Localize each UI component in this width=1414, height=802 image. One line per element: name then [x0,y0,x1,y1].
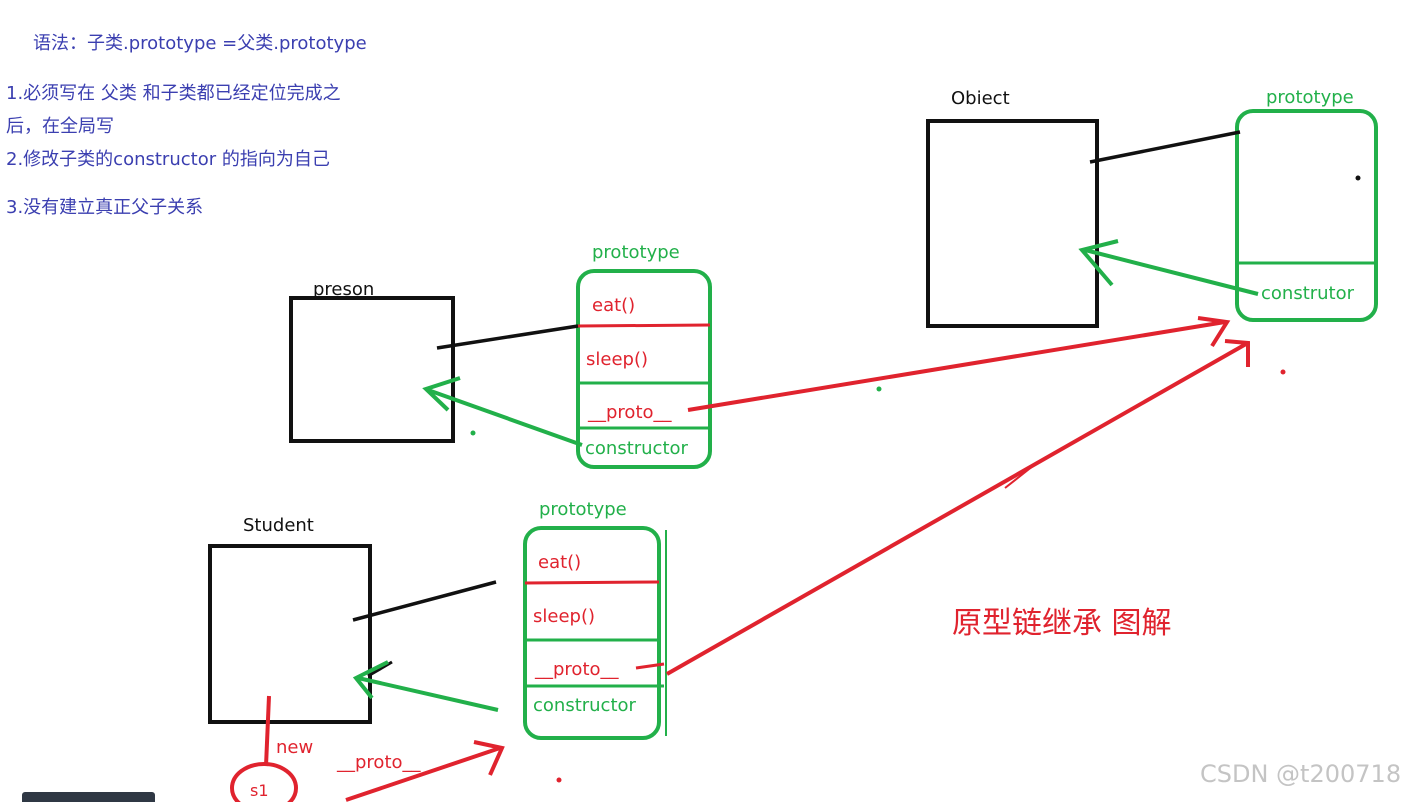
person-slot-constructor: constructor [585,438,688,459]
s1-instance-circle [230,762,298,802]
student-slot-sleep: sleep() [533,606,595,627]
person-prototype-label: prototype [592,242,680,263]
person-proto-arrow [687,320,1226,412]
student-label: Student [243,515,314,536]
new-line [264,695,271,767]
person-constructor-box [289,296,455,443]
rule-1-line-2: 后，在全局写 [6,116,114,137]
rule-2: 2.修改子类的constructor 的指向为自己 [6,149,330,170]
object-prototype-link [1089,130,1241,164]
person-divider-1 [577,323,711,328]
syntax-note: 语法：子类.prototype =父类.prototype [33,33,367,54]
taskbar-fragment [22,792,155,802]
person-slot-proto: __proto__ [588,402,672,423]
student-proto-arrow [666,342,1247,676]
student-constructor-arrowhead [352,660,389,700]
student-prototype-label: prototype [539,499,627,520]
student-proto-tick [635,662,665,670]
s1-proto-arrow [345,746,501,802]
red-dot-bottom [556,777,562,783]
s1-proto-label: __proto__ [337,752,421,773]
person-prototype-link [436,324,579,350]
diagram-title: 原型链继承 图解 [952,606,1172,641]
student-proto-arrowhead [1224,339,1250,367]
object-label: Obiect [951,88,1010,109]
student-constructor-arrow [357,676,499,712]
student-prototype-link [352,580,497,622]
person-proto-arrowhead [1197,316,1231,348]
student-slot-proto: __proto__ [535,659,619,680]
object-dot [1355,175,1361,181]
person-slot-eat: eat() [592,295,636,316]
rule-3: 3.没有建立真正父子关系 [6,197,204,218]
person-constructor-arrowhead [422,376,461,412]
s1-proto-arrowhead [473,740,505,776]
student-proto-mark [1004,461,1039,489]
new-label: new [276,737,314,758]
red-dot-right [1280,369,1286,375]
student-slot-constructor: constructor [533,695,636,716]
person-prototype-box [576,269,712,469]
object-prototype-label: prototype [1266,87,1354,108]
person-slot-sleep: sleep() [586,349,648,370]
s1-label: s1 [250,781,269,800]
student-divider-1 [524,580,660,585]
student-constructor-box [208,544,372,724]
person-constructor-arrow [427,388,583,447]
csdn-watermark: CSDN @t200718 [1200,760,1402,788]
student-slot-eat: eat() [538,552,582,573]
object-constructor-arrow [1084,248,1259,296]
rule-1-line-1: 1.必须写在 父类 和子类都已经定位完成之 [6,83,341,104]
object-constructor-box [926,119,1099,328]
person-dot-green [470,430,476,436]
object-prototype-box [1235,109,1378,322]
object-constructor-arrowhead [1078,239,1119,287]
object-constructor-slot: construtor [1261,283,1355,304]
student-tick [367,660,393,678]
student-prototype-box [523,526,661,740]
middle-dot-green [876,386,882,392]
person-label: preson [313,279,375,300]
